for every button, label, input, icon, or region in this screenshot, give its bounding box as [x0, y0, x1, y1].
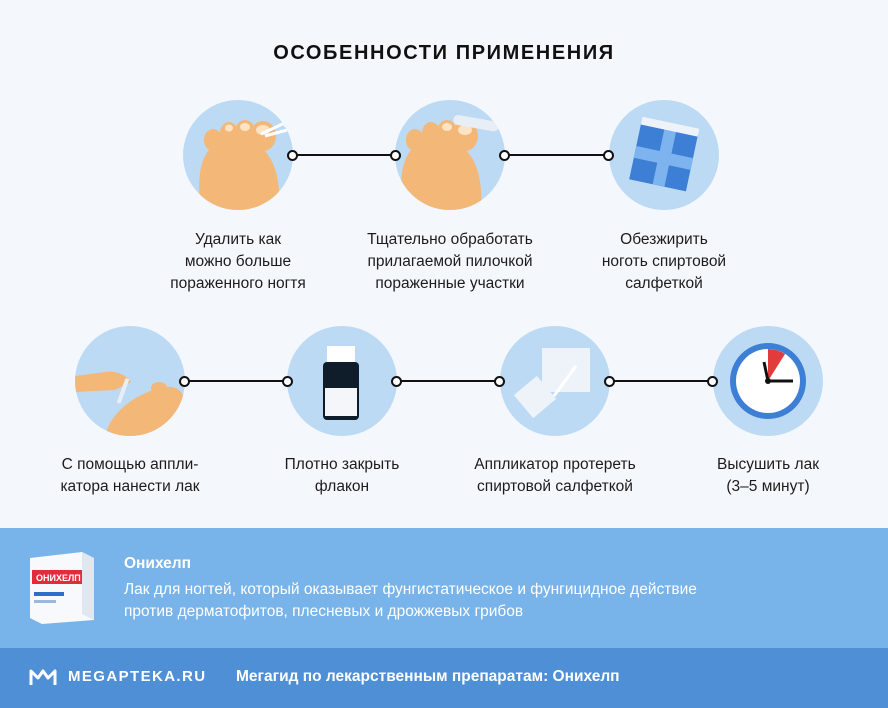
connector-4-5	[185, 380, 287, 382]
connector-dot	[604, 376, 615, 387]
bottle-icon	[323, 346, 359, 420]
hand-applicator-icon	[75, 371, 185, 436]
foot-nail-file-icon	[401, 115, 499, 210]
step-5-caption: Плотно закрыть флакон	[284, 456, 400, 495]
connector-1-2	[293, 154, 395, 156]
product-description: Лак для ногтей, который оказывает фунгис…	[124, 581, 697, 620]
connector-dot	[603, 150, 614, 161]
connector-dot	[179, 376, 190, 387]
step-5-illustration	[287, 326, 397, 436]
connector-dot	[494, 376, 505, 387]
product-info-band: Онихелп Лак для ногтей, который оказывае…	[0, 528, 888, 648]
page-title: ОСОБЕННОСТИ ПРИМЕНЕНИЯ	[273, 42, 615, 64]
connector-dot	[707, 376, 718, 387]
megapteka-logo-icon	[29, 669, 57, 685]
step-4-illustration	[75, 326, 185, 436]
footer: MEGAPTEKA.RU Мегагид по лекарственным пр…	[0, 648, 888, 708]
step-1-caption: Удалить как можно больше пораженного ног…	[170, 231, 306, 292]
step-2-caption: Тщательно обработать прилагаемой пилочко…	[367, 231, 533, 292]
connector-dot	[391, 376, 402, 387]
step-2-illustration	[395, 100, 505, 210]
step-1-illustration	[183, 100, 293, 210]
brand-link[interactable]: MEGAPTEKA.RU	[68, 668, 207, 685]
applicator-wipe-icon	[513, 348, 590, 419]
connector-dot	[390, 150, 401, 161]
step-3-illustration	[609, 100, 719, 210]
step-6-caption: Аппликатор протереть спиртовой салфеткой	[474, 456, 636, 495]
product-name: Онихелп	[124, 555, 192, 572]
connector-2-3	[505, 154, 609, 156]
connector-5-6	[397, 380, 500, 382]
package-label: ОНИХЕЛП	[36, 573, 81, 583]
step-3-caption: Обезжирить ноготь спиртовой салфеткой	[601, 231, 727, 292]
step-7-caption: Высушить лак (3–5 минут)	[717, 456, 819, 495]
connector-dot	[282, 376, 293, 387]
step-4-caption: С помощью аппли- катора нанести лак	[60, 456, 200, 495]
connector-6-7	[610, 380, 713, 382]
connector-dot	[287, 150, 298, 161]
clock-icon	[730, 343, 806, 419]
product-package-icon: ОНИХЕЛП	[30, 552, 94, 624]
step-6-illustration	[500, 326, 610, 436]
step-7-illustration	[713, 326, 823, 436]
foot-scissors-icon	[199, 120, 291, 210]
connector-dot	[499, 150, 510, 161]
footer-text: Мегагид по лекарственным препаратам: Они…	[236, 668, 620, 685]
alcohol-wipe-icon	[629, 116, 700, 192]
